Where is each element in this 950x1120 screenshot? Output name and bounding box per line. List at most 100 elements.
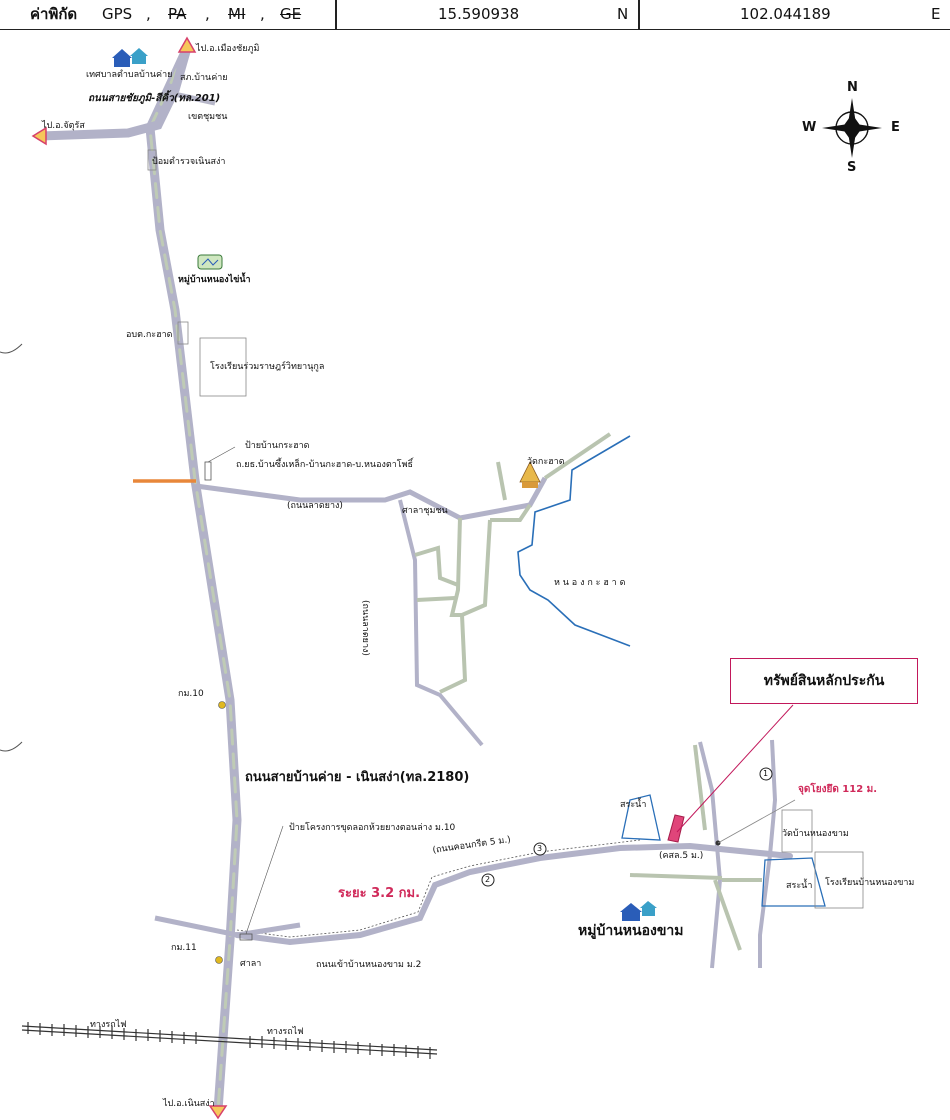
label-road-kasat: ถ.ยธ.บ้านซึ้งเหล็ก-บ้านกะฮาด-บ.หนองตาโพธ… [236,460,414,470]
label-sala-community: ศาลาชุมชน [402,506,448,516]
nongkham-vertical-road [693,744,707,831]
kasat-road-wat [496,461,507,501]
gps-type-pa: PA [168,5,187,23]
label-km10: กม.10 [178,689,204,699]
wat-nongkham-outline [781,809,813,853]
sign-kasat-icon [204,461,212,481]
distance-dotted-line [236,839,641,938]
gps-type-mi: MI [228,5,246,23]
school-nongkham-outline [814,851,864,909]
km11-marker-icon [215,956,223,964]
gps-type-ge: GE [280,5,302,23]
village-grid-road [449,517,492,617]
kasat-road-northeast [543,432,612,480]
crossroad-km11 [154,915,301,938]
label-police-box: ป้อมตำรวจเนินสง่า [152,157,226,167]
sign-project-leader [245,825,284,935]
route-point-1-number: 1 [763,769,769,778]
compass-south: S [847,160,857,175]
label-distance-112: จุดโยงยึด 112 ม. [798,784,878,795]
railway-ties [27,1022,431,1059]
label-distance: ระยะ 3.2 กม. [338,886,421,901]
gps-type-gps: GPS [102,5,133,23]
village-grid-road [439,614,468,694]
pond-kasat-shore [517,435,631,647]
route-point-1 [759,767,773,781]
sign-kasat-leader [207,446,236,463]
arrow-to-noensa-nga-icon [208,1105,228,1120]
label-school-ratrit: โรงเรียนร่วมราษฎร์วิทยานุกูล [210,362,325,372]
label-to-chatturat: ไป.อ.จัตุรัส [42,121,85,131]
gps-longitude-dir: E [931,5,941,23]
railway-track [21,1025,438,1051]
arrow-to-chatturat-icon [31,126,47,146]
sao-kasat-outline [177,321,189,345]
compass-north: N [847,80,858,95]
compass-west: W [802,120,817,135]
label-school-nongkham: โรงเรียนบ้านหนองขาม [825,878,915,888]
label-village-nongkham: หมู่บ้านหนองขาม [578,923,684,939]
label-wat-nongkham: วัดบ้านหนองขาม [782,829,849,839]
house-icon [112,48,148,67]
gps-divider [335,0,337,29]
gps-latitude: 15.590938 [438,5,520,23]
route-point-3-number: 3 [537,844,543,853]
label-road-2180: ถนนสายบ้านค่าย - เนินสง่า(ทล.2180) [245,770,470,785]
nongkham-east-road [758,739,778,968]
label-road-latyang: (ถนนลาดยาง) [287,501,343,511]
route-point-2 [481,873,495,887]
label-km11: กม.11 [171,943,197,953]
gps-divider [638,0,640,29]
village-grid-road [414,545,459,587]
page-margin-mark [0,741,23,752]
label-road-latyang-vertical: (ถนนลาดยาง) [360,600,370,656]
collateral-leader-line [676,704,794,833]
label-railway-2: ทางรถไฟ [267,1027,304,1037]
nongkham-entrance-road [234,842,793,946]
police-box-outline [147,149,157,171]
km10-marker-icon [218,701,226,709]
latyang-vertical-road [398,499,484,747]
compass-rose-icon [822,98,882,158]
nongkham-cross-road [629,873,723,880]
arrow-to-chaiyaphum-icon [177,36,197,53]
school-ratrit-outline [199,337,247,397]
reservoir-1-outline [621,794,661,841]
label-to-noensa-nga: ไป.อ.เนินสง่า [163,1099,215,1109]
label-reservoir-1: สระน้ำ [620,800,647,810]
gps-longitude: 102.044189 [740,5,831,23]
kasat-road [195,476,548,521]
label-road-nongkham: ถนนเข้าบ้านหนองขาม ม.2 [316,960,422,970]
collateral-property-marker [667,814,685,843]
gps-sep-3: , [260,5,265,23]
label-sign-project: ป้ายโครงการขุดลอกห้วยยางตอนล่าง ม.10 [289,823,456,833]
nongkham-vertical-road [698,741,723,969]
route-point-2-number: 2 [485,875,491,884]
label-highway-201: ถนนสายชัยภูมิ-สีคิ้ว(ทล.201) [88,93,221,104]
gps-label: ค่าพิกัด [30,5,78,23]
label-municipality: เทศบาลตำบลบ้านค่าย [86,70,173,80]
temple-icon [519,461,541,488]
compass-east: E [891,120,900,135]
gps-sep-2: , [205,5,210,23]
collateral-callout: ทรัพย์สินหลักประกัน [730,658,918,704]
label-sign-kasat: ป้ายบ้านกระฮาด [245,441,310,451]
label-wat-kasat: วัดกะฮาด [527,457,565,467]
railway-track [21,1029,438,1055]
label-village-nongkhainam: หมู่บ้านหนองไข่น้ำ [178,275,251,285]
label-collateral: ทรัพย์สินหลักประกัน [763,673,885,689]
house-icon [620,901,657,921]
village-grid-road [490,503,532,522]
highway-201-road [35,43,192,141]
page-margin-mark [0,343,23,354]
anchor-leader-line [717,799,796,844]
route-point-3 [533,842,547,856]
gps-coordinate-bar: ค่าพิกัด GPS , PA , MI , GE 15.590938 N … [0,0,950,30]
label-sao-kasat: อบต.กะฮาด [126,330,173,340]
village-grid-road [416,596,456,602]
village-sign-icon [197,254,223,270]
label-railway-1: ทางรถไฟ [90,1020,127,1030]
reservoir-2-outline [761,857,826,907]
label-police-office: สภ.บ้านค่าย [180,73,228,83]
